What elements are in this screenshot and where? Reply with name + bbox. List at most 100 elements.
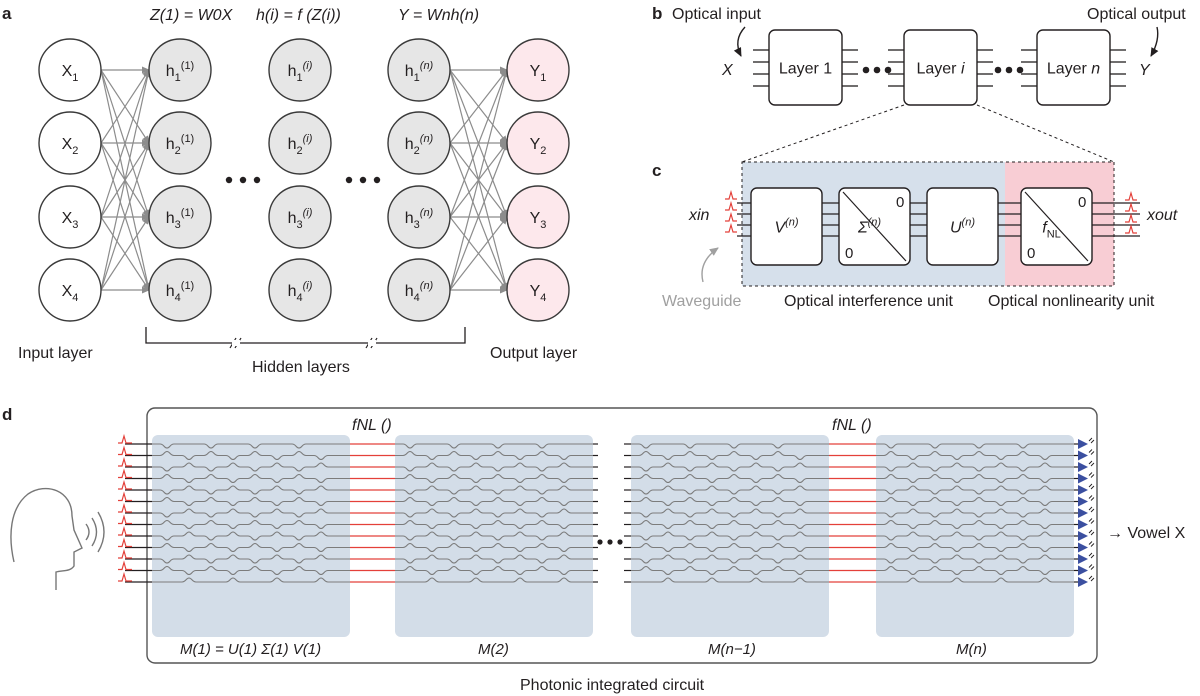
input-pulse: [118, 571, 132, 582]
waveguide-path: [876, 508, 1074, 518]
photodetector: [1074, 472, 1095, 484]
output-node: Y2: [506, 111, 570, 175]
node-label: h1(i): [288, 60, 313, 84]
layer-label: Layer 1: [779, 61, 832, 78]
waveguide-path: [876, 542, 1074, 553]
panel-a-label: a: [2, 4, 12, 23]
connection-arrow: [100, 69, 150, 144]
mesh-background: [631, 435, 829, 637]
waveguide-path: [876, 450, 1074, 461]
layer-box-3: Layer n: [1021, 29, 1126, 106]
connection-arrow: [449, 69, 508, 144]
layer-rect: [1036, 29, 1111, 106]
output-layer-label: Output layer: [490, 345, 578, 362]
layer-ellipsis-2: [345, 176, 381, 184]
waveguide-path: [876, 443, 1074, 449]
connection-arrow: [100, 216, 150, 291]
node-label: h2(n): [405, 133, 434, 157]
output-y: Y: [1139, 62, 1151, 79]
detector-rays: [1088, 449, 1095, 455]
photodetector: [1074, 552, 1095, 564]
sigma-unit: Σ(n)00: [838, 187, 911, 266]
waveguide-path: [631, 443, 829, 449]
mn1-label: M(n−1): [708, 641, 756, 658]
layer-rect: [768, 29, 843, 106]
hidden1-node: h3(1): [148, 185, 212, 249]
optical-pulse: [725, 189, 737, 200]
waveguide-path: [631, 531, 829, 541]
x-in-label: xin: [688, 207, 710, 224]
optical-pulse: [1125, 201, 1137, 212]
waveguide-path: [152, 577, 350, 583]
hiddeni-node: h1(i): [268, 38, 332, 102]
node-label: h3(1): [166, 207, 194, 231]
waveguide-path: [152, 554, 350, 564]
waveguide-path: [876, 519, 1074, 530]
node-label: X1: [62, 63, 79, 84]
detector-triangle: [1078, 485, 1088, 495]
optical-pulses: [725, 189, 1137, 234]
mesh-block-n1: [631, 435, 829, 637]
mn-label: M(n): [956, 641, 987, 658]
equation-hi: h(i) = f (Z(i)): [256, 7, 341, 24]
waveguide-path: [876, 462, 1074, 472]
detector-rays: [1088, 460, 1095, 467]
mesh-block-n: [876, 435, 1074, 637]
optical-output-label: Optical output: [1087, 6, 1186, 23]
panel-c-frame: [741, 161, 1115, 287]
output-node: Y3: [506, 185, 570, 249]
input-arrow: [733, 26, 746, 57]
waveguide-path: [152, 496, 350, 507]
nodes: X1X2X3X4h1(1)h2(1)h3(1)h4(1)h1(i)h2(i)h3…: [38, 38, 570, 322]
input-node: X1: [38, 38, 102, 102]
unit-label: Σ(n): [857, 217, 881, 237]
waveguide-path: [631, 450, 829, 461]
detector-triangle: [1078, 565, 1088, 576]
hidden1-node: h1(1): [148, 38, 212, 102]
panel-d-label: d: [2, 405, 12, 424]
zero-label: 0: [896, 194, 904, 211]
input-node: X2: [38, 111, 102, 175]
waveguide-path: [395, 542, 593, 553]
vowel-output-label: → Vowel X: [1107, 525, 1186, 542]
detector-triangle: [1078, 462, 1088, 472]
waveguide-path: [395, 508, 593, 518]
detector-triangle: [1078, 508, 1088, 518]
input-pulse: [118, 456, 132, 467]
nonlinearity-lines: [125, 443, 876, 583]
optical-input-label: Optical input: [672, 6, 761, 23]
node-label: h1(n): [405, 60, 434, 84]
layer-ellipsis-b1: [862, 66, 892, 74]
input-pulse: [118, 525, 132, 536]
waveguide-path: [631, 519, 829, 530]
waveguide-path: [876, 496, 1074, 507]
connection-arrow: [449, 69, 508, 218]
node-label: Y2: [530, 136, 547, 157]
unit-label: fNL: [1042, 220, 1061, 241]
panel-d: d fNL () fNL () → Vowel X M(1) = U(1) Σ(…: [2, 405, 1186, 694]
zoom-line-right: [976, 104, 1115, 163]
photodetector: [1074, 575, 1095, 587]
photodetector: [1074, 518, 1095, 530]
mesh-background: [395, 435, 593, 637]
v-unit: V(n): [750, 187, 823, 266]
connection-arrow: [449, 216, 508, 291]
waveguide-path: [631, 485, 829, 495]
input-pulse: [118, 502, 132, 513]
hidden1-node: h2(1): [148, 111, 212, 175]
layer-ellipsis-b2: [994, 66, 1024, 74]
waveguide-path: [876, 577, 1074, 583]
detector-triangle: [1078, 519, 1088, 530]
equation-y: Y = Wnh(n): [398, 7, 479, 24]
detector-rays: [1088, 437, 1095, 444]
mesh-background: [876, 435, 1074, 637]
waveguide-path: [395, 443, 593, 449]
zoom-line-left: [741, 104, 905, 163]
mesh-ellipsis: [597, 539, 623, 545]
node-label: h3(i): [288, 207, 313, 231]
detector-triangle: [1078, 450, 1088, 461]
x-out-text: xout: [1146, 207, 1178, 224]
